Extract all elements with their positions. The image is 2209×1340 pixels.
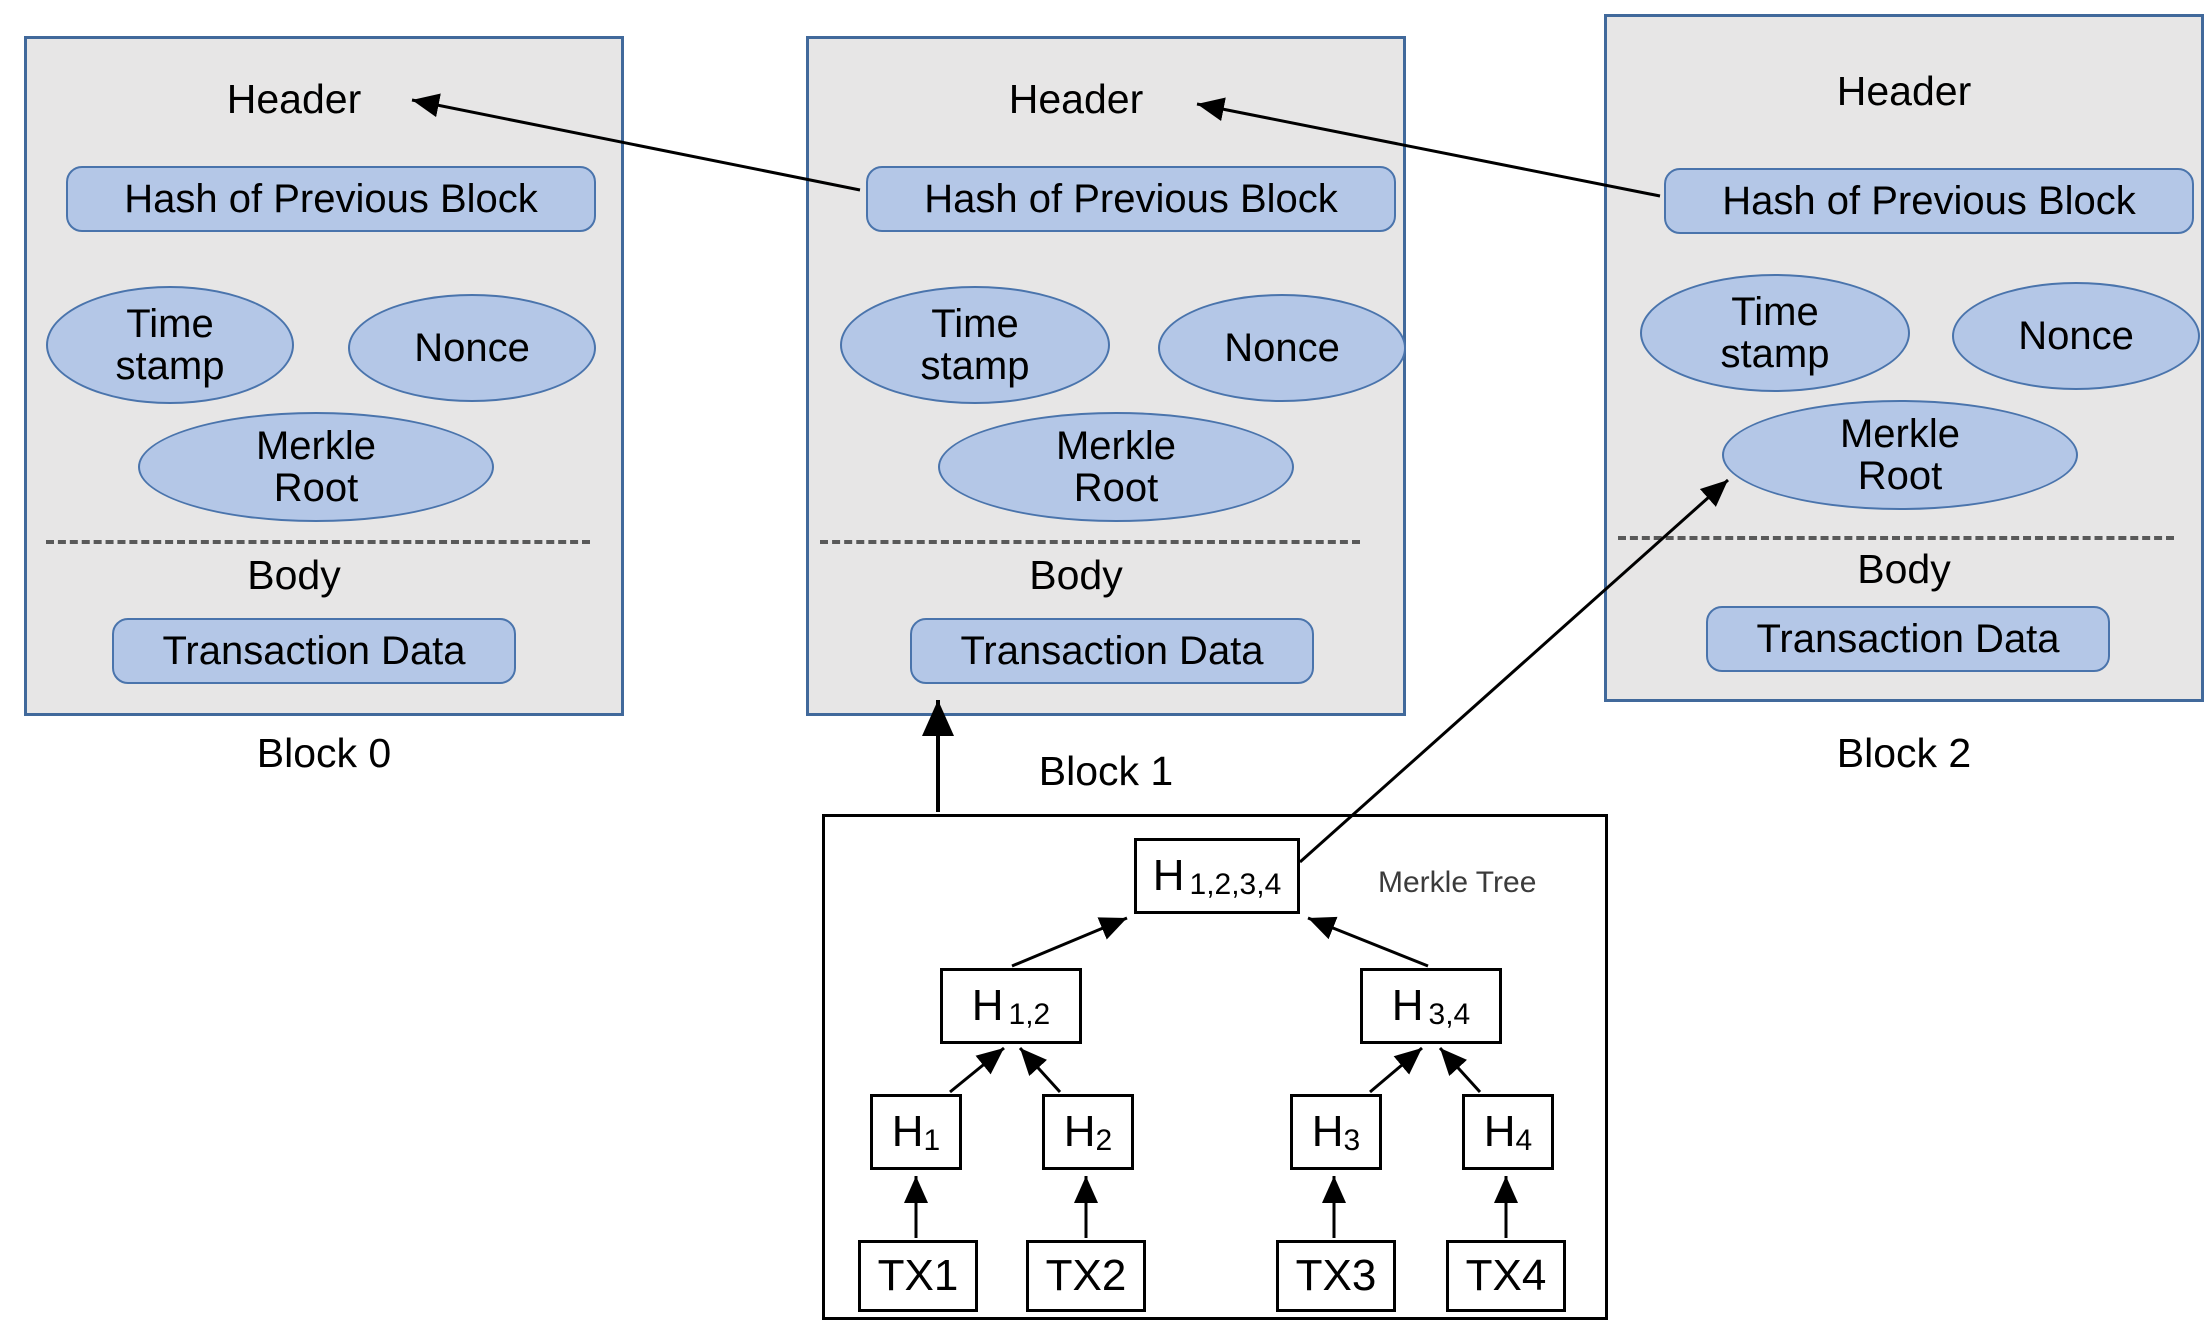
merkle-tx-4[interactable]: TX4	[1446, 1240, 1566, 1312]
block-2-divider	[1618, 536, 2174, 540]
merkle-node-h34-sub: 3,4	[1428, 998, 1471, 1031]
block-0-merkle-root-line2: Root	[273, 466, 359, 510]
block-0-divider	[46, 540, 590, 544]
merkle-node-h1-base: H	[891, 1107, 924, 1156]
block-2-hash-prev[interactable]: Hash of Previous Block	[1664, 168, 2194, 234]
block-2-timestamp[interactable]: Time stamp	[1640, 274, 1910, 392]
block-2-merkle-root-line2: Root	[1857, 454, 1943, 498]
block-2-timestamp-line1: Time	[1731, 290, 1819, 334]
block-0-label: Block 0	[256, 730, 392, 776]
block-2-nonce[interactable]: Nonce	[1952, 282, 2200, 390]
block-0-merkle-root[interactable]: Merkle Root	[138, 412, 494, 522]
block-0-timestamp[interactable]: Time stamp	[46, 286, 294, 404]
merkle-tx-1[interactable]: TX1	[858, 1240, 978, 1312]
merkle-node-h2-base: H	[1063, 1107, 1096, 1156]
block-2-body-label: Body	[1857, 546, 1951, 592]
block-2-label: Block 2	[1836, 730, 1972, 776]
block-1-timestamp-line2: stamp	[920, 344, 1030, 388]
block-0-body-label: Body	[247, 552, 341, 598]
block-1-label: Block 1	[1038, 748, 1174, 794]
block-1-divider	[820, 540, 1360, 544]
merkle-node-h34-base: H	[1391, 981, 1424, 1030]
merkle-node-h4-base: H	[1483, 1107, 1516, 1156]
merkle-node-h12-base: H	[971, 981, 1004, 1030]
merkle-tree-label: Merkle Tree	[1378, 866, 1537, 899]
merkle-node-h1-sub: 1	[923, 1124, 941, 1157]
merkle-node-h3-sub: 3	[1343, 1124, 1361, 1157]
block-2-merkle-root-line1: Merkle	[1839, 412, 1961, 456]
block-1-timestamp-line1: Time	[931, 302, 1019, 346]
block-1-nonce[interactable]: Nonce	[1158, 294, 1406, 402]
merkle-node-h2-sub: 2	[1095, 1124, 1113, 1157]
block-2-transaction-data[interactable]: Transaction Data	[1706, 606, 2110, 672]
block-0-transaction-data[interactable]: Transaction Data	[112, 618, 516, 684]
block-2-merkle-root[interactable]: Merkle Root	[1722, 400, 2078, 510]
block-2-timestamp-line2: stamp	[1720, 332, 1830, 376]
merkle-tx-3[interactable]: TX3	[1276, 1240, 1396, 1312]
block-1-timestamp[interactable]: Time stamp	[840, 286, 1110, 404]
block-0-hash-prev[interactable]: Hash of Previous Block	[66, 166, 596, 232]
merkle-node-h4-sub: 4	[1515, 1124, 1533, 1157]
block-1-hash-prev[interactable]: Hash of Previous Block	[866, 166, 1396, 232]
block-1-body-label: Body	[1029, 552, 1123, 598]
merkle-node-h12-sub: 1,2	[1008, 998, 1051, 1031]
block-1-merkle-root-line1: Merkle	[1055, 424, 1177, 468]
block-1-merkle-root-line2: Root	[1073, 466, 1159, 510]
merkle-tx-2[interactable]: TX2	[1026, 1240, 1146, 1312]
merkle-node-root-base: H	[1152, 851, 1185, 900]
block-0-timestamp-line1: Time	[126, 302, 214, 346]
merkle-node-h3-base: H	[1311, 1107, 1344, 1156]
block-1-header-label: Header	[1008, 76, 1144, 122]
block-0-nonce[interactable]: Nonce	[348, 294, 596, 402]
block-1-merkle-root[interactable]: Merkle Root	[938, 412, 1294, 522]
merkle-node-root-sub: 1,2,3,4	[1189, 868, 1282, 901]
block-1-transaction-data[interactable]: Transaction Data	[910, 618, 1314, 684]
block-0-header-label: Header	[226, 76, 362, 122]
block-0-timestamp-line2: stamp	[115, 344, 225, 388]
block-2-header-label: Header	[1836, 68, 1972, 114]
block-0-merkle-root-line1: Merkle	[255, 424, 377, 468]
